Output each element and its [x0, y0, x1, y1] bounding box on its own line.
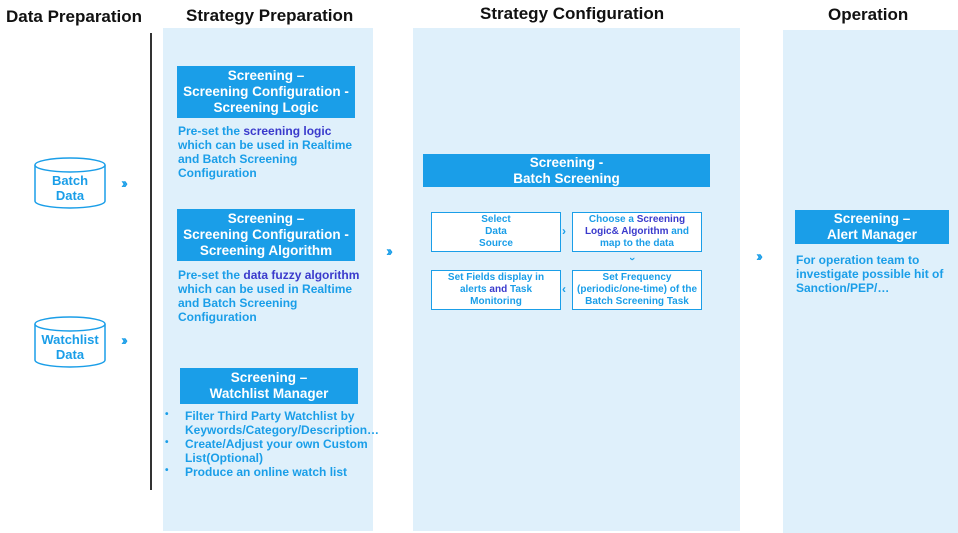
batch-data-label: Batch Data: [51, 173, 89, 203]
chevron-right-icon: ›: [562, 224, 566, 238]
select-data-source-step: Select Data Source: [431, 212, 561, 252]
set-fields-display-step: Set Fields display in alerts and Task Mo…: [431, 270, 561, 310]
chevron-right-icon: ››: [756, 248, 763, 265]
watchlist-bullet-list: Filter Third Party Watchlist by Keywords…: [165, 408, 379, 479]
set-frequency-step: Set Frequency (periodic/one-time) of the…: [572, 270, 702, 310]
column-header-strategy-preparation: Strategy Preparation: [186, 6, 354, 25]
database-cylinder-icon: [34, 157, 106, 209]
column-header-data-preparation: Data Preparation: [6, 7, 143, 26]
column-divider: [150, 33, 152, 490]
choose-logic-algorithm-step: Choose a Screening Logic& Algorithm and …: [572, 212, 702, 252]
alert-manager-description: For operation team to investigate possib…: [796, 253, 944, 295]
list-item: Create/Adjust your own Custom List(Optio…: [165, 436, 372, 465]
screening-algorithm-box: Screening – Screening Configuration - Sc…: [177, 209, 355, 261]
batch-screening-box: Screening - Batch Screening: [423, 154, 710, 187]
operation-panel: [783, 30, 958, 533]
database-cylinder-icon: [34, 316, 106, 368]
watchlist-data-source: Watchlist Data: [33, 316, 107, 368]
watchlist-data-label: Watchlist Data: [41, 332, 99, 362]
screening-algorithm-description: Pre-set the data fuzzy algorithm which c…: [178, 268, 360, 324]
chevron-left-icon: ‹: [562, 282, 566, 296]
chevron-right-icon: ››: [386, 243, 393, 260]
list-item: Filter Third Party Watchlist by Keywords…: [165, 408, 379, 437]
chevron-right-icon: ››: [121, 175, 128, 192]
list-item: Produce an online watch list: [165, 464, 372, 479]
alert-manager-box: Screening – Alert Manager: [795, 210, 949, 244]
screening-logic-description: Pre-set the screening logic which can be…: [178, 124, 353, 180]
watchlist-manager-box: Screening – Watchlist Manager: [180, 368, 358, 404]
batch-data-source: Batch Data: [33, 157, 107, 209]
screening-logic-box: Screening – Screening Configuration - Sc…: [177, 66, 355, 118]
chevron-right-icon: ››: [121, 332, 128, 349]
column-header-strategy-configuration: Strategy Configuration: [480, 4, 665, 23]
column-header-operation: Operation: [828, 5, 909, 24]
chevron-down-icon: ›: [625, 257, 638, 261]
